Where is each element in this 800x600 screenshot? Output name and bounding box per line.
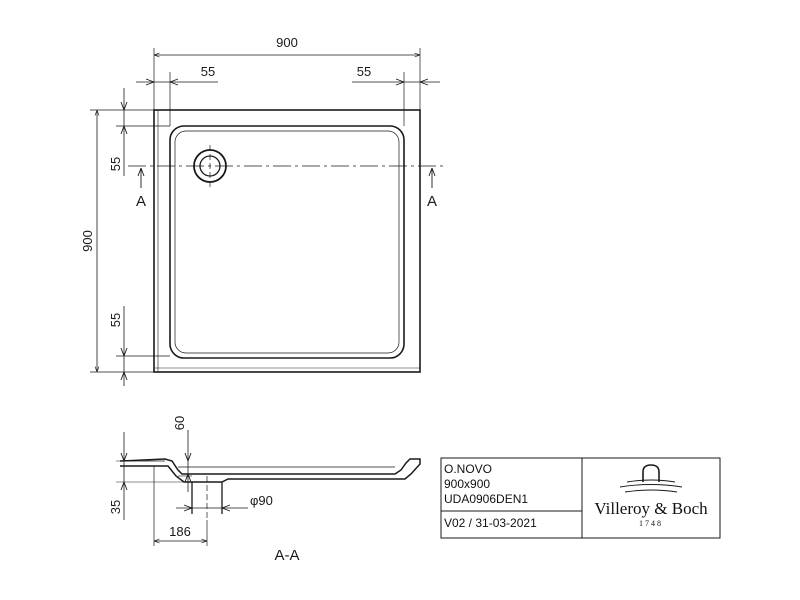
title-block <box>440 457 721 539</box>
article-code: UDA0906DEN1 <box>444 492 528 506</box>
section-mark-right: A <box>427 193 437 210</box>
product-size: 900x900 <box>444 477 490 491</box>
product-name: O.NOVO <box>444 462 492 476</box>
dim-drain-diameter: φ90 <box>250 493 273 508</box>
dim-bottom-offset: 55 <box>108 313 123 327</box>
dim-depth: 60 <box>172 416 187 430</box>
brand-logo: Villeroy & Boch 1748 <box>594 464 708 528</box>
faucet-icon <box>619 464 683 493</box>
dim-left-offset: 55 <box>201 64 215 79</box>
dim-overall-height: 900 <box>80 230 95 252</box>
revision-date: V02 / 31-03-2021 <box>444 516 537 530</box>
title-block-frame <box>440 457 721 539</box>
plan-view <box>90 48 444 386</box>
tray-basin <box>169 125 405 359</box>
dim-right-offset: 55 <box>357 64 371 79</box>
brand-name: Villeroy & Boch <box>594 499 708 518</box>
tray-basin-inner-edge <box>174 130 400 354</box>
brand-year: 1748 <box>639 519 663 528</box>
section-view <box>116 430 421 546</box>
tray-outline <box>153 109 421 373</box>
dim-drain-offset: 186 <box>169 524 191 539</box>
dim-height: 35 <box>108 500 123 514</box>
section-mark-left: A <box>136 193 146 210</box>
section-label: A-A <box>274 547 299 564</box>
dim-overall-width: 900 <box>276 35 298 50</box>
dim-top-offset: 55 <box>108 157 123 171</box>
tray-section-profile <box>119 458 421 483</box>
